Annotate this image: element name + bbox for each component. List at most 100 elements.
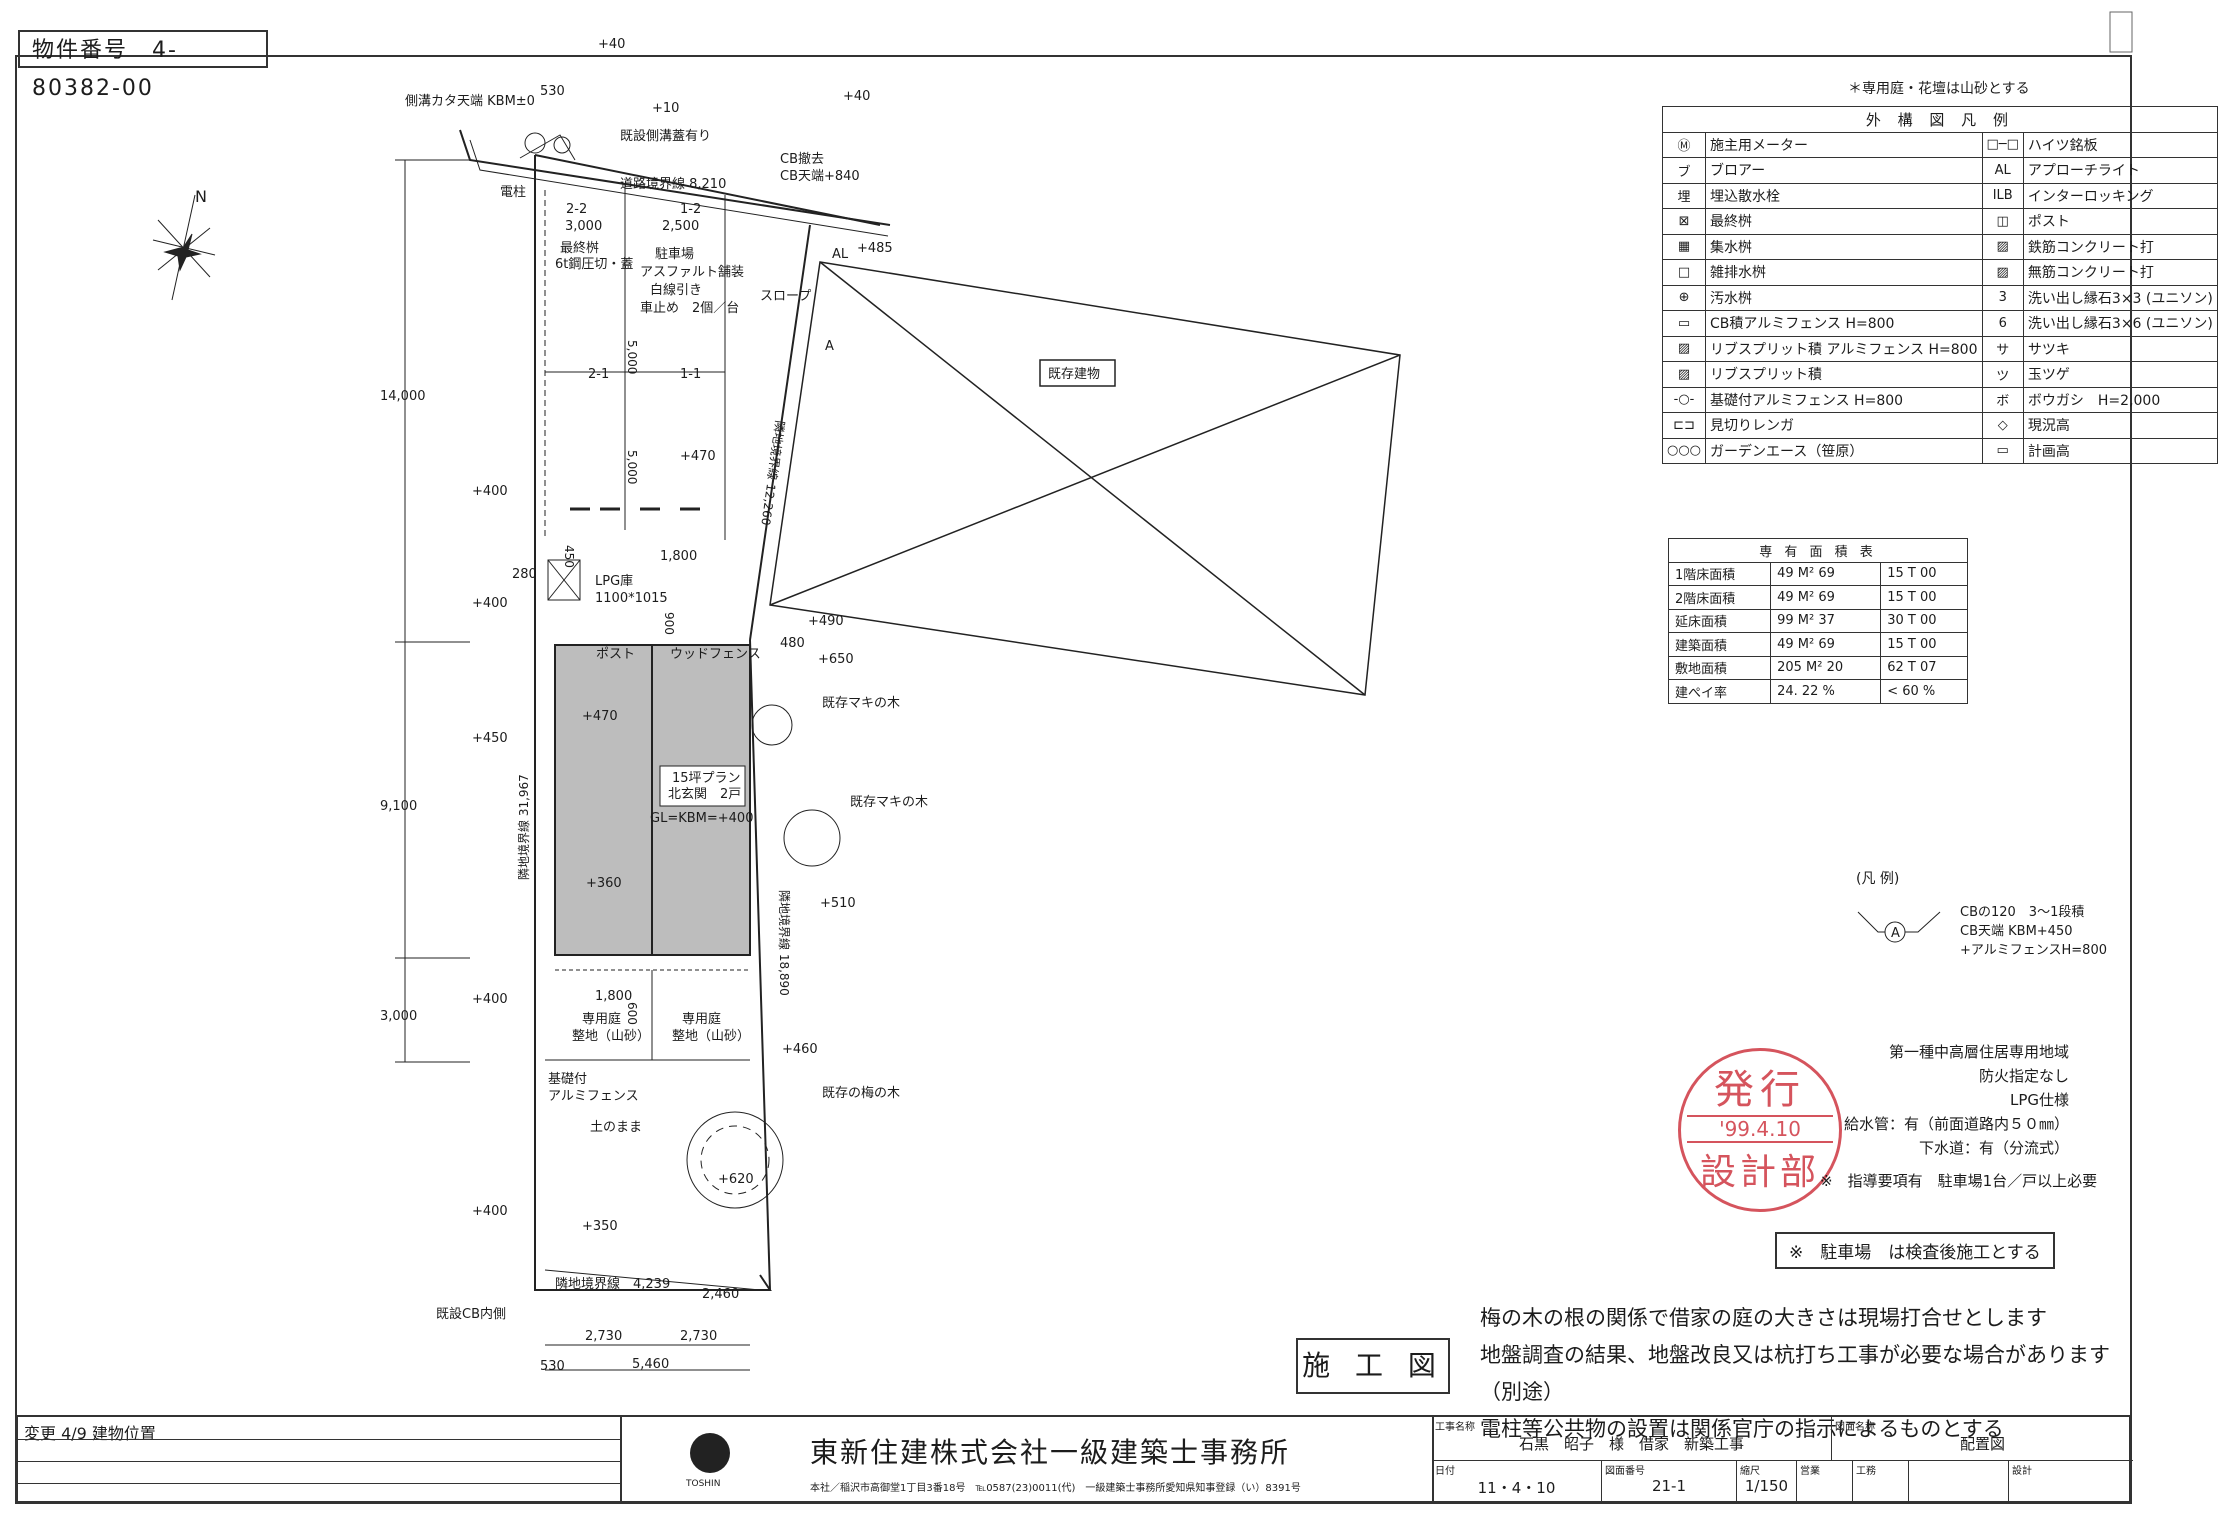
legend-label: 現況高 (2022, 412, 2218, 439)
legend-label: 汚水桝 (1705, 284, 1983, 311)
area-title: 専 有 面 積 表 (1668, 538, 1968, 563)
legend-symbol-icon: □ (1661, 259, 1707, 286)
legend-symbol-icon: ブ (1661, 157, 1707, 184)
legend-symbol-icon: ▦ (1661, 233, 1707, 260)
area-label: 敷地面積 (1667, 655, 1772, 680)
legend-symbol-icon: ▭ (1981, 437, 2024, 464)
legend-symbol-icon: ◇ (1981, 412, 2024, 439)
legend-symbol-icon: AL (1981, 157, 2024, 184)
final-masu-text: 6t鋼圧切・蓋 (555, 257, 633, 272)
legend-row: □雑排水桝▨無筋コンクリート打 (1661, 259, 2218, 286)
parking-area (544, 185, 726, 540)
legend-label: 洗い出し縁石3×3 (ユニソン) (2022, 284, 2218, 311)
scale-cell: 縮尺 1/150 (1737, 1461, 1797, 1503)
drawing-date: 11・4・10 (1477, 1479, 1556, 1497)
stamp-top: 発行 (1714, 1067, 1806, 1113)
dim-label: 600 (625, 1002, 639, 1025)
legend-label: リブスプリット積 (1705, 361, 1983, 388)
issued-stamp: 発行 '99.4.10 設計部 (1678, 1048, 1842, 1212)
works-cell: 工務 (1853, 1461, 1909, 1503)
sales-cell: 営業 (1797, 1461, 1853, 1503)
dim-label: 2,730 (585, 1329, 622, 1344)
dim-label: 1,800 (660, 549, 697, 564)
stamp-bottom: 設計部 (1699, 1152, 1820, 1193)
area-tsubo: 15 T 00 (1880, 632, 1968, 657)
north-label: N (195, 187, 207, 206)
road-note: 道路境界線 8,210 (620, 176, 726, 192)
legend-symbol-icon: ▨ (1981, 259, 2024, 286)
boundary-label: 隣地境界線 4,239 (555, 1276, 670, 1292)
elev-label: +400 (472, 484, 508, 499)
legend-line-symbol (1857, 911, 1941, 943)
fence-label: アルミフェンス (548, 1089, 639, 1104)
company-address: 本社／稲沢市高御堂1丁目3番18号 ℡0587(23)0011(代) 一級建築士… (810, 1483, 1301, 1494)
elev-label: +470 (680, 449, 716, 464)
legend-symbol-icon: ⊕ (1661, 284, 1707, 311)
number-cell: 図面番号 21-1 (1602, 1461, 1737, 1503)
works-caption: 工務 (1856, 1466, 1876, 1477)
existing-building-label: 既存建物 (1048, 367, 1100, 382)
property-number: 物件番号 4-80382-00 (18, 30, 268, 101)
area-m2: 49 M² 69 (1770, 561, 1882, 586)
dim-label: 9,100 (380, 799, 417, 814)
new-building (554, 644, 751, 956)
legend-label: 最終桝 (1705, 208, 1983, 235)
elev-label: +620 (718, 1172, 754, 1187)
area-m2: 205 M² 20 (1770, 655, 1882, 680)
legend-symbol-icon: サ (1981, 335, 2024, 362)
hanrei-line: +アルミフェンスH=800 (1960, 943, 2107, 958)
legend-row: ○○○ガーデンエース（笹原）▭計画高 (1661, 437, 2218, 464)
legend-symbol-icon: 6 (1981, 310, 2024, 337)
legend-symbol-icon: ▨ (1661, 335, 1707, 362)
legend-label: 見切りレンガ (1705, 412, 1983, 439)
project-name: 石黒 昭子 様 借家 新築工事 (1518, 1435, 1744, 1453)
company-logo-icon (690, 1433, 730, 1473)
legend-label: 雑排水桝 (1705, 259, 1983, 286)
road-note: CB撤去 (780, 151, 824, 167)
parking-lot-label: 2-1 (588, 367, 609, 382)
project-info: 工事名称 石黒 昭子 様 借家 新築工事 図面名称 配置図 日付 11・4・10… (1432, 1417, 2133, 1503)
parking-text: 車止め 2個／台 (640, 301, 739, 316)
area-tsubo: 30 T 00 (1880, 608, 1968, 633)
number-caption: 図面番号 (1605, 1466, 1645, 1477)
legend-symbol-icon: ○○○ (1661, 437, 1707, 464)
legend-label: ポスト (2022, 208, 2218, 235)
elev-label: +360 (586, 876, 622, 891)
garden-label: 整地（山砂） (572, 1029, 650, 1044)
area-label: 1階床面積 (1667, 561, 1772, 586)
title-block: 変更 4/9 建物位置 TOSHIN 東新住建株式会社一級建築士事務所 本社／稲… (16, 1415, 2133, 1503)
design-cell: 設計 (2009, 1461, 2133, 1503)
area-tsubo: < 60 % (1880, 679, 1968, 704)
construction-drawing-label: 施 工 図 (1296, 1338, 1450, 1394)
lpg-text: LPG庫 (595, 574, 633, 589)
legend-symbol-icon: ⊏⊐ (1661, 412, 1707, 439)
parking-text: 白線引き (650, 282, 702, 298)
dim-label: 5,460 (632, 1357, 669, 1372)
area-m2: 99 M² 37 (1770, 608, 1882, 633)
dim-label: 900 (662, 612, 676, 635)
wood-fence-label: ウッドフェンス (670, 647, 761, 662)
dim-label: 2,730 (680, 1329, 717, 1344)
hanrei-description: CBの120 3～1段積 CB天端 KBM+450 +アルミフェンスH=800 (1960, 903, 2107, 960)
area-label: 建築面積 (1667, 632, 1772, 657)
area-label: 2階床面積 (1667, 585, 1772, 610)
area-m2: 24. 22 % (1770, 679, 1882, 704)
parking-note: ※ 駐車場 は検査後施工とする (1775, 1232, 2055, 1269)
marker-label: 530 (540, 84, 565, 99)
hanrei-title: (凡 例) (1856, 871, 1900, 887)
stamp-date: '99.4.10 (1687, 1115, 1833, 1143)
legend-symbol-icon: ▭ (1661, 310, 1707, 337)
legend-symbol-icon: ボ (1981, 386, 2024, 413)
parking-text: 駐車場 (655, 247, 694, 262)
site-boundary (534, 154, 881, 1291)
legend-title: 外 構 図 凡 例 (1662, 106, 2218, 133)
elev-label: +40 (843, 89, 870, 104)
site-info-line: LPG仕様 (2009, 1091, 2069, 1109)
note-line: 電柱等公共物の設置は関係官庁の指示によるものとする (1480, 1417, 2004, 1441)
legend-symbol-icon: -○- (1661, 386, 1707, 413)
